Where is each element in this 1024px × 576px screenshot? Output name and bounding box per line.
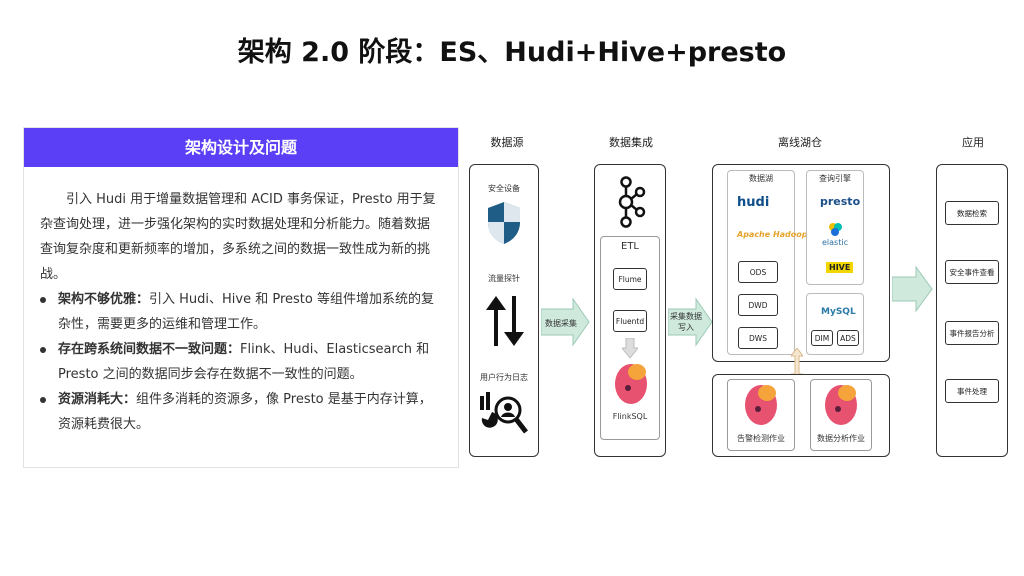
panel-heading: 架构设计及问题 xyxy=(24,128,458,167)
flink-squirrel-icon xyxy=(825,385,857,425)
up-down-arrows-icon xyxy=(486,296,524,346)
column-title-lakehouse: 离线湖仓 xyxy=(778,136,822,149)
datalake-label: 数据湖 xyxy=(749,174,773,183)
flinksql-label: FlinkSQL xyxy=(612,412,648,421)
elastic-icon xyxy=(829,223,842,236)
alert-job-box xyxy=(727,379,795,451)
alert-job-label: 告警检测作业 xyxy=(737,434,785,443)
analysis-job-box xyxy=(810,379,872,451)
description-panel: 架构设计及问题 引入 Hudi 用于增量数据管理和 ACID 事务保证，Pres… xyxy=(23,127,459,468)
arrow-write-label: 采集数据 写入 xyxy=(670,312,702,332)
query-engine-box xyxy=(806,170,864,285)
page-title: 架构 2.0 阶段：ES、Hudi+Hive+presto xyxy=(237,37,787,68)
hadoop-logo: Apache Hadoop xyxy=(737,230,808,239)
app-search-box: 数据检索 xyxy=(945,201,999,225)
source-label: 安全设备 xyxy=(488,184,520,193)
datalake-box xyxy=(727,170,795,355)
source-label: 用户行为日志 xyxy=(480,373,528,382)
dws-box: DWS xyxy=(738,327,778,349)
fluentd-box: Fluentd xyxy=(613,310,647,332)
mysql-logo: MySQL xyxy=(821,307,856,317)
app-handling-box: 事件处理 xyxy=(945,379,999,403)
query-engine-label: 查询引擎 xyxy=(819,174,851,183)
column-title-integration: 数据集成 xyxy=(609,136,653,149)
ods-box: ODS xyxy=(738,261,778,283)
flink-squirrel-icon xyxy=(615,364,647,404)
shield-icon xyxy=(488,202,520,244)
dim-box: DIM xyxy=(811,330,833,346)
bullet-item: 存在跨系统间数据不一致问题：Flink、Hudi、Elasticsearch 和… xyxy=(40,337,442,387)
etl-box xyxy=(600,236,660,440)
column-title-apps: 应用 xyxy=(962,136,984,149)
user-analysis-icon xyxy=(480,392,528,434)
bullet-item: 架构不够优雅：引入 Hudi、Hive 和 Presto 等组件增加系统的复杂性… xyxy=(40,287,442,337)
arrow-collect-label: 数据采集 xyxy=(545,319,577,328)
storage-box xyxy=(806,293,864,355)
arrow-write xyxy=(668,297,713,347)
jobs-box xyxy=(712,374,890,457)
app-event-view-box: 安全事件查看 xyxy=(945,260,999,284)
down-arrow-icon xyxy=(622,338,638,358)
up-down-connector-icon xyxy=(791,348,803,382)
app-report-box: 事件报告分析 xyxy=(945,321,999,345)
etl-label: ETL xyxy=(621,241,639,252)
bullet-item: 资源消耗大：组件多消耗的资源多，像 Presto 是基于内存计算，资源耗费很大。 xyxy=(40,387,442,437)
source-label: 流量探针 xyxy=(488,274,520,283)
elastic-logo: elastic xyxy=(822,238,848,247)
dwd-box: DWD xyxy=(738,294,778,316)
flink-squirrel-icon xyxy=(745,385,777,425)
kafka-icon xyxy=(618,176,646,228)
arrow-to-apps xyxy=(892,265,933,313)
ads-box: ADS xyxy=(837,330,859,346)
hudi-logo: hudi xyxy=(737,195,770,210)
arrow-collect xyxy=(541,297,590,347)
hive-logo: HIVE xyxy=(826,262,854,273)
column-title-source: 数据源 xyxy=(490,136,524,149)
intro-paragraph: 引入 Hudi 用于增量数据管理和 ACID 事务保证，Presto 用于复杂查… xyxy=(40,192,436,282)
flume-box: Flume xyxy=(613,268,647,290)
analysis-job-label: 数据分析作业 xyxy=(817,434,865,443)
presto-logo: presto xyxy=(820,195,861,208)
